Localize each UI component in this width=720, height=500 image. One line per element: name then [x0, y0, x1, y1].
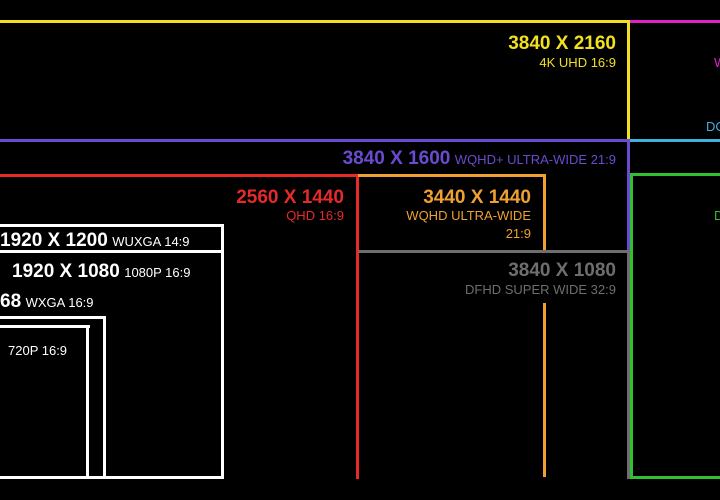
wqhd-description-line2: 21:9 [505, 226, 531, 241]
fhd-label: 1920 X 1080 1080P 16:9 [12, 262, 191, 281]
uhd4k-top-border [0, 20, 630, 23]
wqhdplus-description-label: WQHD+ ULTRA-WIDE 21:9 [454, 152, 616, 167]
wxga-resolution-label: 68 [0, 291, 22, 312]
hd-top-border [0, 325, 90, 328]
wxga-top-border [0, 316, 106, 319]
green-top-border [630, 173, 720, 176]
wuxga-right-border [221, 224, 224, 479]
dfhd-resolution-label: 3840 X 1080 [508, 260, 616, 281]
wuxga-top-border [0, 224, 224, 227]
wqhd-top-border [358, 174, 546, 177]
wuxga-resolution-label: 1920 X 1200 [0, 230, 108, 251]
qhd-resolution-label: 2560 X 1440 [236, 187, 344, 208]
fhd-top-border [0, 250, 224, 253]
wqhd-right-border-top [543, 174, 546, 251]
hd-resolution-label: 720P 16:9 [8, 343, 68, 358]
green-cut-label: D [714, 208, 720, 223]
green-bottom-border [630, 476, 720, 479]
green-left-border [630, 173, 633, 479]
magenta-top-border [630, 20, 720, 23]
wqhdplus-resolution-label: 3840 X 1600 [342, 148, 451, 169]
wqhd-resolution-label: 3440 X 1440 [423, 187, 531, 208]
wuxga-label: 1920 X 1200 WUXGA 14:9 [0, 231, 190, 250]
wqhd-description-line1: WQHD ULTRA-WIDE [406, 208, 531, 223]
wuxga-description-label: WUXGA 14:9 [112, 234, 190, 249]
wqhdplus-label: 3840 X 1600 WQHD+ ULTRA-WIDE 21:9 [343, 149, 616, 168]
fhd-description-label: 1080P 16:9 [124, 265, 191, 280]
wuxga-bottom-border [0, 476, 224, 479]
wxga-description-label: WXGA 16:9 [25, 295, 94, 310]
wqhdplus-top-border [0, 139, 630, 142]
fhd-resolution-label: 1920 X 1080 [12, 261, 120, 282]
qhd-right-border [356, 174, 359, 479]
qhd-description-label: QHD 16:9 [286, 208, 344, 223]
qhd-top-border [0, 174, 358, 177]
hd-right-border [86, 325, 89, 479]
dfhd-top-border [358, 250, 630, 253]
uhd4k-resolution-label: 3840 X 2160 [508, 33, 616, 54]
wqhdplus-right-border [627, 139, 630, 252]
cyan-top-border [630, 139, 720, 142]
wqhd-right-border-bottom [543, 303, 546, 477]
dfhd-description-label: DFHD SUPER WIDE 32:9 [465, 282, 616, 297]
magenta-cut-label: W [714, 56, 720, 69]
wxga-label: 68 WXGA 16:9 [0, 292, 94, 311]
uhd4k-right-border [627, 20, 630, 141]
cyan-cut-label: DC [706, 119, 720, 134]
uhd4k-description-label: 4K UHD 16:9 [539, 55, 616, 70]
wxga-right-border [103, 316, 106, 479]
dfhd-right-border [627, 250, 630, 479]
